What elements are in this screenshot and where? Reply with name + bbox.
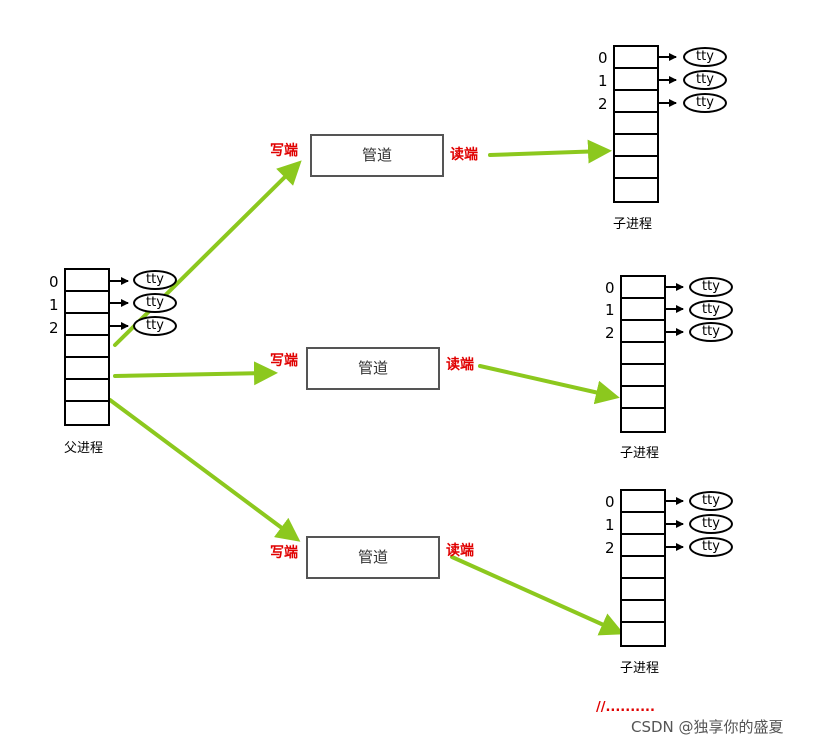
arrow-pipe-1-to-child-1 bbox=[488, 139, 612, 164]
child-2-tty-2: tty bbox=[689, 322, 733, 342]
child-1-fd-0: 0 bbox=[598, 49, 608, 67]
parent-fd-1: 1 bbox=[49, 296, 59, 314]
child-3-label: 子进程 bbox=[620, 661, 660, 676]
parent-tty-0: tty bbox=[133, 270, 177, 290]
parent-tty-2: tty bbox=[133, 316, 177, 336]
parent-tty-1: tty bbox=[133, 293, 177, 313]
child-1-label: 子进程 bbox=[613, 217, 653, 232]
pipe-2-write-label: 写端 bbox=[270, 353, 298, 369]
child-1-fd-2: 2 bbox=[598, 95, 608, 113]
arrow-parent-to-pipe-1 bbox=[113, 160, 302, 347]
pipe-3-write-label: 写端 bbox=[270, 545, 298, 561]
parent-fd-0: 0 bbox=[49, 273, 59, 291]
arrow-pipe-3-to-child-3 bbox=[450, 555, 625, 636]
child-2-label: 子进程 bbox=[620, 446, 660, 461]
child-2-fd-1: 1 bbox=[605, 301, 615, 319]
child-3-fd-0: 0 bbox=[605, 493, 615, 511]
child-2-tty-0: tty bbox=[689, 277, 733, 297]
child-2-fd-table bbox=[620, 275, 666, 433]
child-2-fd-0: 0 bbox=[605, 279, 615, 297]
child-3-tty-2: tty bbox=[689, 537, 733, 557]
parent-label: 父进程 bbox=[64, 441, 104, 456]
csdn-watermark: CSDN @独享你的盛夏 bbox=[631, 718, 784, 736]
pipe-3-read-label: 读端 bbox=[446, 543, 474, 559]
parent-fd-table bbox=[64, 268, 110, 426]
child-3-fd-table bbox=[620, 489, 666, 647]
child-3-fd-2: 2 bbox=[605, 539, 615, 557]
pipe-2-box: 管道 bbox=[306, 347, 440, 390]
arrow-parent-to-pipe-2 bbox=[113, 361, 278, 386]
ellipsis-note: //.......... bbox=[596, 700, 655, 715]
green-arrows bbox=[108, 139, 625, 636]
arrow-parent-to-pipe-3 bbox=[108, 398, 301, 542]
pipe-1-write-label: 写端 bbox=[270, 143, 298, 159]
pipe-3-box: 管道 bbox=[306, 536, 440, 579]
child-1-fd-1: 1 bbox=[598, 72, 608, 90]
parent-fd-2: 2 bbox=[49, 319, 59, 337]
child-3-fd-1: 1 bbox=[605, 516, 615, 534]
child-1-tty-2: tty bbox=[683, 93, 727, 113]
child-1-tty-1: tty bbox=[683, 70, 727, 90]
child-3-tty-1: tty bbox=[689, 514, 733, 534]
child-2-fd-2: 2 bbox=[605, 324, 615, 342]
child-3-tty-0: tty bbox=[689, 491, 733, 511]
child-1-fd-table bbox=[613, 45, 659, 203]
arrow-pipe-2-to-child-2 bbox=[478, 364, 620, 405]
pipe-2-read-label: 读端 bbox=[446, 357, 474, 373]
child-1-tty-0: tty bbox=[683, 47, 727, 67]
pipe-1-read-label: 读端 bbox=[450, 147, 478, 163]
pipe-1-box: 管道 bbox=[310, 134, 444, 177]
child-2-tty-1: tty bbox=[689, 300, 733, 320]
